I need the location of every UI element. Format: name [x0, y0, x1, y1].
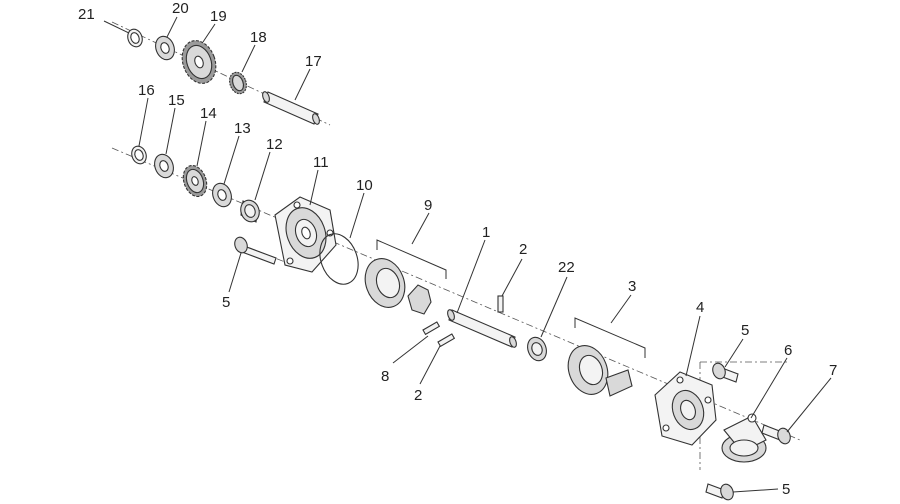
bearing-12: [240, 199, 260, 223]
callout-9: 9: [424, 197, 432, 214]
callout-7: 7: [829, 362, 837, 379]
circlip-16: [131, 145, 147, 165]
gear-19: [181, 40, 217, 84]
leader-lines: [103, 16, 832, 493]
callout-5-top: 5: [741, 322, 749, 339]
callout-11: 11: [313, 154, 329, 171]
screw-5-left: [234, 236, 277, 265]
callout-21: 21: [78, 6, 95, 23]
callout-8: 8: [381, 368, 389, 385]
washer-15: [154, 153, 174, 179]
circlip-21: [127, 28, 143, 48]
pin-2-upper: [497, 295, 504, 313]
o-ring-10: [319, 233, 359, 285]
shaft-17: [262, 91, 320, 125]
callout-22: 22: [558, 259, 575, 276]
callout-labels: 21 20 19 18 17 16 15 14 13 12 11 10 9 5 …: [78, 0, 837, 498]
callout-2-lower: 2: [414, 387, 422, 404]
callout-15: 15: [168, 92, 185, 109]
callout-13: 13: [234, 120, 251, 137]
screw-5-top: [712, 362, 739, 383]
screw-5-bottom: [705, 483, 734, 501]
pinion-18: [229, 71, 247, 95]
cover-4: [654, 371, 717, 446]
bearing-22: [527, 336, 547, 362]
callout-17: 17: [305, 53, 322, 70]
callout-20: 20: [172, 0, 189, 17]
callout-14: 14: [200, 105, 217, 122]
callout-3: 3: [628, 278, 636, 295]
callout-5-left: 5: [222, 294, 230, 311]
callout-2-upper: 2: [519, 241, 527, 258]
washer-13: [212, 182, 232, 208]
drive-shaft-1: [447, 309, 517, 348]
callout-19: 19: [210, 8, 227, 25]
callout-12: 12: [266, 136, 283, 153]
rotor-set-3: [567, 317, 646, 397]
callout-6: 6: [784, 342, 792, 359]
callout-5-bottom: 5: [782, 481, 790, 498]
callout-1: 1: [482, 224, 490, 241]
elbow-6: [721, 413, 767, 463]
screw-7: [761, 424, 791, 445]
washer-20: [155, 35, 175, 61]
pump-body-11: [274, 196, 337, 273]
pins-8-2: [422, 321, 456, 348]
callout-4: 4: [696, 299, 704, 316]
callout-18: 18: [250, 29, 267, 46]
callout-10: 10: [356, 177, 373, 194]
gear-14: [182, 164, 208, 198]
callout-16: 16: [138, 82, 155, 99]
rotor-set-9: [364, 239, 447, 315]
